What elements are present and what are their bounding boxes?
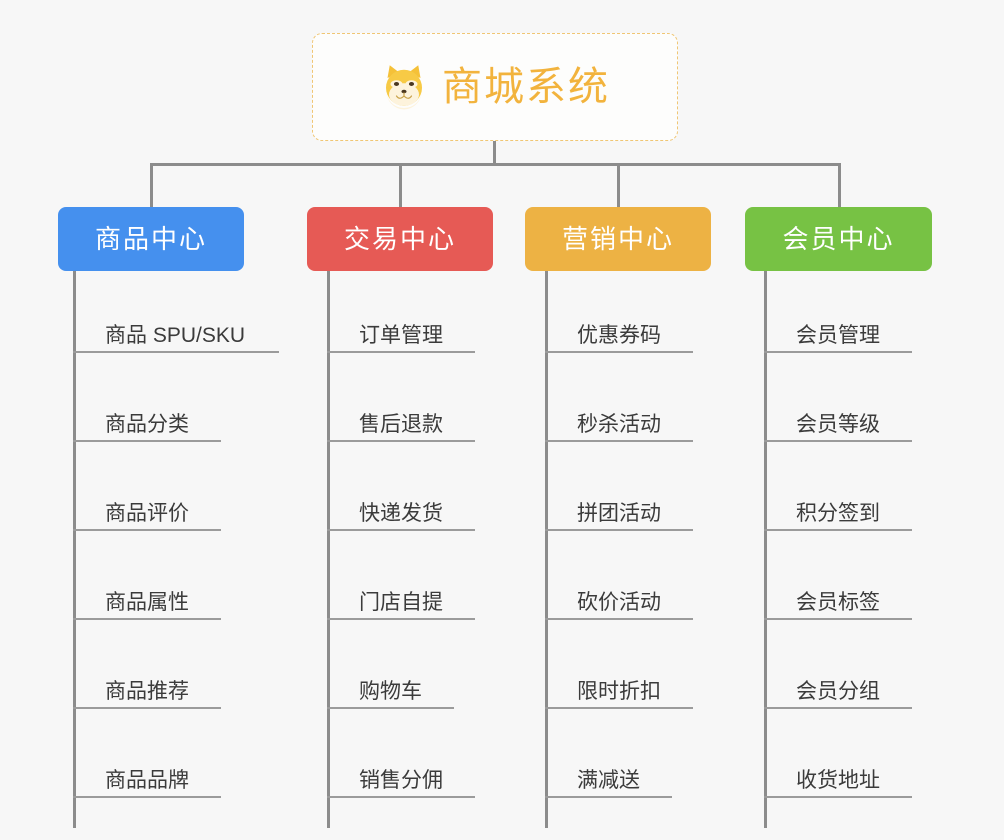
category-label: 商品中心	[94, 224, 207, 254]
drop-connector-trade-center	[399, 163, 402, 207]
leaf-item-label: 销售分佣	[359, 769, 443, 792]
leaf-item-underline	[764, 529, 912, 531]
leaf-item-underline	[327, 351, 475, 353]
leaf-item-label: 购物车	[359, 680, 422, 703]
leaf-item-label: 拼团活动	[577, 502, 661, 525]
leaf-item-label: 会员管理	[796, 324, 880, 347]
category-header-trade-center[interactable]: 交易中心	[307, 207, 493, 271]
branch-trunk-line	[545, 271, 548, 828]
leaf-item-label: 商品推荐	[105, 680, 189, 703]
leaf-item-underline	[764, 796, 912, 798]
category-label: 会员中心	[782, 224, 895, 254]
leaf-item-label: 会员等级	[796, 413, 880, 436]
drop-connector-marketing-center	[617, 163, 620, 207]
root-stem-connector	[493, 141, 496, 165]
leaf-item-underline	[764, 618, 912, 620]
leaf-item-underline	[327, 440, 475, 442]
leaf-item-label: 收货地址	[796, 769, 880, 792]
leaf-item-underline	[73, 796, 221, 798]
leaf-item-underline	[73, 618, 221, 620]
leaf-item-underline	[73, 440, 221, 442]
leaf-item-underline	[764, 440, 912, 442]
leaf-item-label: 砍价活动	[577, 591, 661, 614]
leaf-item-underline	[327, 707, 454, 709]
leaf-item-underline	[73, 529, 221, 531]
leaf-item-label: 商品品牌	[105, 769, 189, 792]
leaf-item-underline	[764, 707, 912, 709]
leaf-item-label: 售后退款	[359, 413, 443, 436]
root-node[interactable]: 商城系统	[312, 33, 678, 141]
leaf-item-label: 满减送	[577, 769, 640, 792]
drop-connector-member-center	[837, 163, 841, 207]
leaf-item-label: 商品 SPU/SKU	[105, 324, 246, 347]
leaf-item-underline	[327, 529, 475, 531]
leaf-item-label: 门店自提	[359, 591, 443, 614]
leaf-item-underline	[545, 707, 693, 709]
leaf-item-label: 会员分组	[796, 680, 880, 703]
leaf-item-underline	[73, 707, 221, 709]
leaf-item-label: 优惠券码	[577, 324, 661, 347]
leaf-item-underline	[545, 796, 672, 798]
shiba-inu-face-icon	[380, 63, 428, 111]
category-label: 交易中心	[343, 224, 456, 254]
leaf-item-underline	[545, 440, 693, 442]
leaf-item-underline	[545, 529, 693, 531]
leaf-item-label: 积分签到	[796, 502, 880, 525]
leaf-item-underline	[327, 618, 475, 620]
horizontal-bus-connector	[150, 163, 840, 166]
leaf-item-underline	[327, 796, 475, 798]
leaf-item-label: 会员标签	[796, 591, 880, 614]
leaf-item-underline	[73, 351, 279, 353]
drop-connector-product-center	[150, 163, 153, 207]
leaf-item-underline	[764, 351, 912, 353]
root-title: 商城系统	[442, 65, 610, 109]
leaf-item-label: 商品属性	[105, 591, 189, 614]
category-label: 营销中心	[561, 224, 674, 254]
category-header-marketing-center[interactable]: 营销中心	[525, 207, 711, 271]
leaf-item-label: 订单管理	[359, 324, 443, 347]
leaf-item-underline	[545, 618, 693, 620]
leaf-item-label: 快递发货	[359, 502, 443, 525]
branch-trunk-line	[764, 271, 767, 828]
branch-trunk-line	[327, 271, 330, 828]
branch-trunk-line	[73, 271, 76, 828]
category-header-product-center[interactable]: 商品中心	[58, 207, 244, 271]
category-header-member-center[interactable]: 会员中心	[745, 207, 932, 271]
leaf-item-label: 商品分类	[105, 413, 189, 436]
leaf-item-label: 限时折扣	[577, 680, 661, 703]
leaf-item-underline	[545, 351, 693, 353]
leaf-item-label: 秒杀活动	[577, 413, 661, 436]
leaf-item-label: 商品评价	[105, 502, 189, 525]
